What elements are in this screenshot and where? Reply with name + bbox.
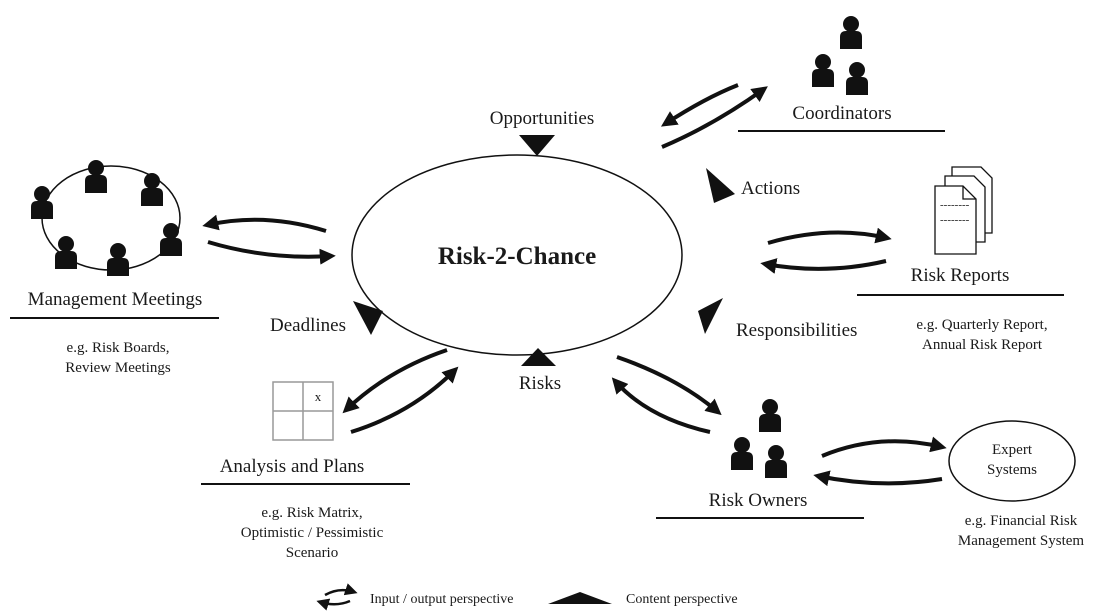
coordinators-title: Coordinators [792, 103, 891, 124]
exchange-arrows-icon [202, 214, 327, 233]
content-triangle-icon [698, 298, 723, 334]
exchange-arrows-icon [324, 583, 358, 597]
risk-reports-example-2: Annual Risk Report [922, 337, 1043, 353]
expert-systems-ellipse [948, 420, 1076, 502]
management-meetings-example-1: e.g. Risk Boards, [67, 340, 170, 356]
risk-matrix-icon [272, 381, 334, 441]
content-triangle-icon [521, 348, 556, 366]
exchange-arrows-icon [821, 436, 947, 458]
legend: Input / output perspective Content persp… [316, 583, 738, 611]
center-title: Risk-2-Chance [438, 243, 596, 270]
responsibilities-label: Responsibilities [736, 320, 857, 341]
risk-reports-example-1: e.g. Quarterly Report, [916, 317, 1047, 333]
person-group-icon [731, 399, 787, 478]
person-group-icon [812, 16, 868, 95]
exchange-arrows-icon [342, 348, 448, 414]
expert-systems-example-2: Management System [958, 533, 1085, 549]
report-dash-2: -------- [940, 214, 970, 226]
content-triangle-icon [519, 135, 555, 156]
exchange-arrows-icon [350, 366, 459, 434]
exchange-arrows-icon [611, 377, 711, 434]
exchange-arrows-icon [660, 83, 739, 127]
exchange-arrows-icon [767, 227, 892, 245]
expert-systems-title-2: Systems [987, 462, 1037, 478]
exchange-arrows-icon [207, 240, 336, 265]
exchange-arrows-icon [813, 470, 943, 487]
analysis-and-plans-example-1: e.g. Risk Matrix, [261, 505, 362, 521]
exchange-arrows-icon [760, 258, 887, 274]
content-triangle-icon [548, 592, 612, 604]
expert-systems-example-1: e.g. Financial Risk [965, 513, 1078, 529]
analysis-and-plans-title: Analysis and Plans [220, 456, 365, 477]
flow-arrows [202, 83, 947, 487]
content-triangles [353, 135, 735, 366]
content-triangle-icon [353, 301, 383, 335]
legend-input-output-label: Input / output perspective [370, 592, 513, 607]
risk-reports-title: Risk Reports [911, 265, 1010, 286]
report-dash-1: -------- [940, 199, 970, 211]
risk-matrix-mark: x [315, 389, 322, 404]
exchange-arrows-icon [316, 598, 351, 611]
expert-systems-title-1: Expert [992, 442, 1033, 458]
management-meetings-title: Management Meetings [28, 289, 203, 310]
actions-label: Actions [741, 178, 800, 199]
analysis-and-plans-example-2: Optimistic / Pessimistic [241, 525, 384, 541]
report-stack-icon [934, 166, 993, 255]
deadlines-label: Deadlines [270, 315, 346, 336]
exchange-arrows-icon [661, 86, 768, 149]
legend-content-label: Content perspective [626, 592, 738, 607]
opportunities-label: Opportunities [490, 108, 595, 129]
risks-label: Risks [519, 373, 561, 394]
exchange-arrows-icon [616, 355, 722, 416]
management-meetings-example-2: Review Meetings [65, 360, 171, 376]
person-group-icon [31, 160, 182, 276]
content-triangle-icon [706, 168, 735, 203]
central-ellipse [351, 154, 683, 356]
risk-owners-title: Risk Owners [709, 490, 808, 511]
analysis-and-plans-example-3: Scenario [286, 545, 338, 561]
